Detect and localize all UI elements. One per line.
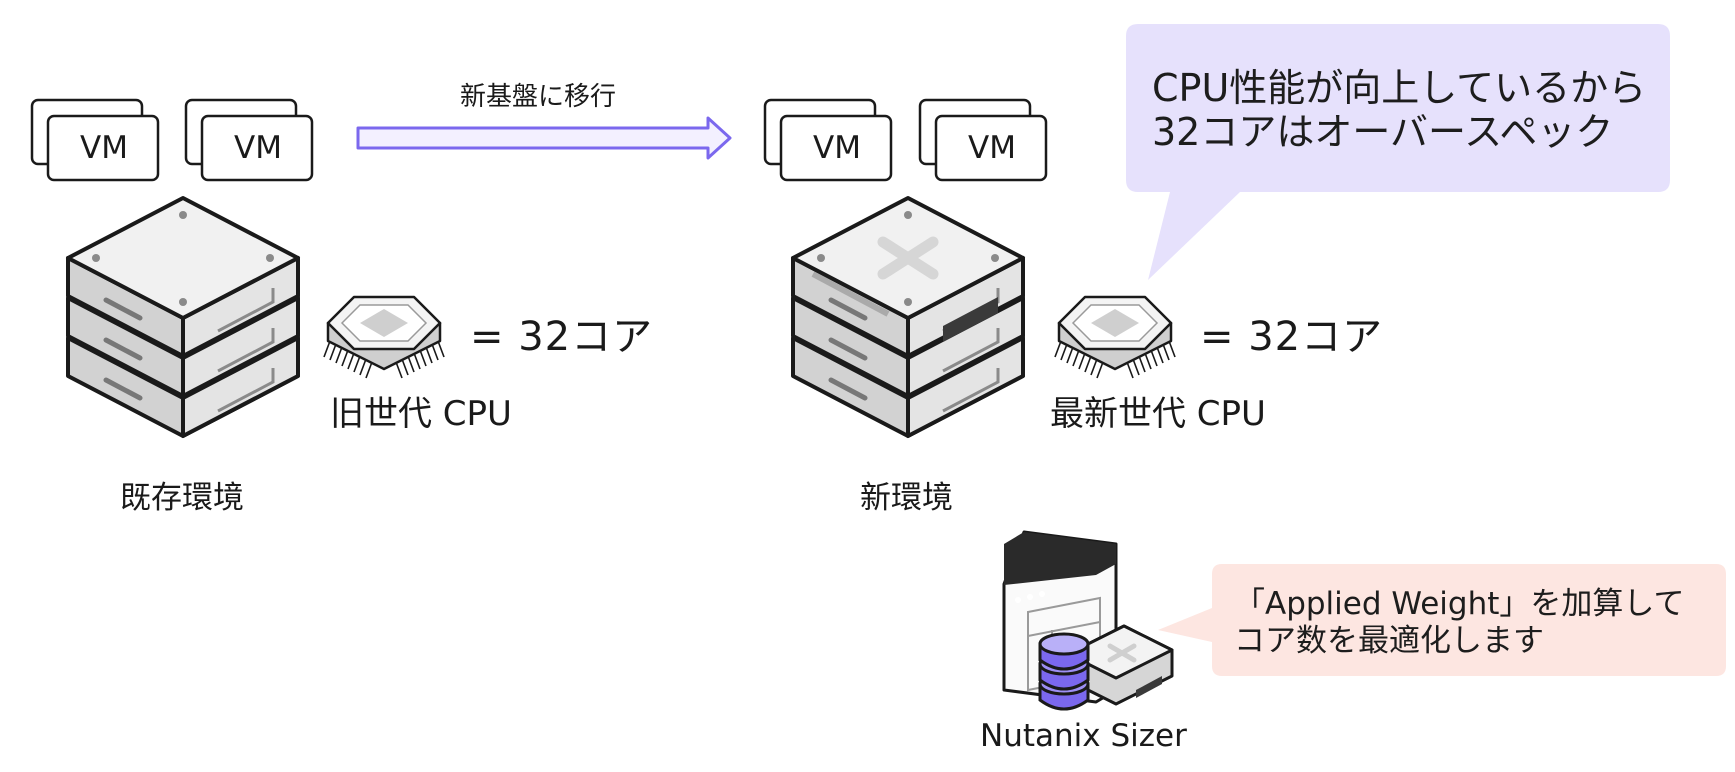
appliance-icon [1066, 624, 1174, 706]
migration-arrow-label: 新基盤に移行 [460, 82, 617, 112]
note-box [1158, 564, 1726, 676]
vm-label: VM [968, 130, 1016, 166]
cpu-chip-icon [1053, 295, 1177, 380]
vm-label: VM [80, 130, 128, 166]
old-env-label: 既存環境 [120, 480, 244, 516]
new-cpu-core-count: = 32コア [1200, 314, 1384, 360]
old-cpu-label: 旧世代 CPU [330, 394, 512, 434]
speech-bubble [1126, 24, 1670, 280]
old-cpu-core-count: = 32コア [470, 314, 654, 360]
new-cpu-label: 最新世代 CPU [1050, 394, 1266, 434]
server-stack-icon [68, 196, 298, 436]
database-icon [1038, 632, 1090, 711]
vm-label: VM [813, 130, 861, 166]
vm-label: VM [234, 130, 282, 166]
callout-text: CPU性能が向上しているから 32コアはオーバースペック [1152, 66, 1647, 154]
new-env-label: 新環境 [860, 480, 953, 516]
cpu-chip-icon [322, 295, 446, 380]
arrow-right-icon [356, 116, 732, 160]
nutanix-x-logo [877, 236, 939, 280]
sizer-note-text: 「Applied Weight」を加算して コア数を最適化します [1234, 586, 1685, 659]
nutanix-sizer-label: Nutanix Sizer [980, 718, 1187, 754]
server-stack-icon [793, 196, 1023, 436]
